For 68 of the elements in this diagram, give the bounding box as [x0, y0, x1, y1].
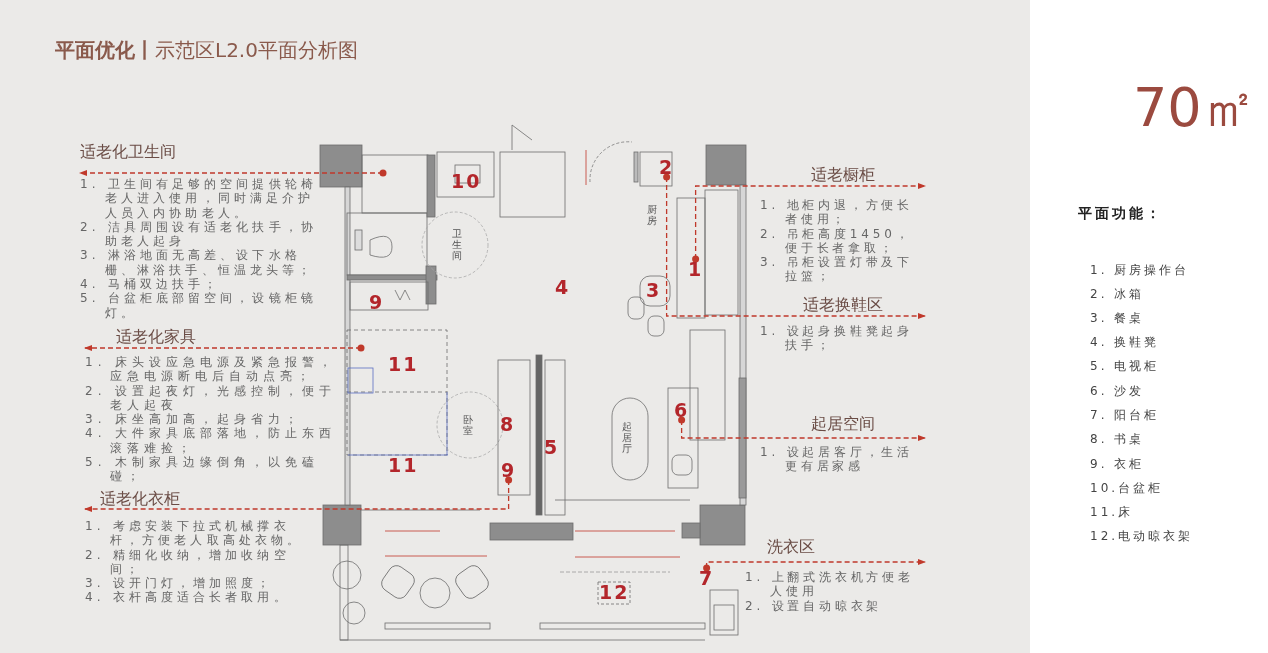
list-item: 5. 电视柜	[1090, 358, 1160, 375]
area-label: 70㎡	[1133, 78, 1256, 138]
note-text: 1. 设起身换鞋凳起身扶手；	[760, 324, 915, 353]
note-text: 2. 洁具周围设有适老化扶手，协助老人起身	[80, 219, 318, 249]
note-text: 5. 木制家具边缘倒角，以免磕碰；	[85, 455, 321, 484]
note-text: 1. 上翻式洗衣机方便老人使用	[745, 570, 915, 599]
note-text: 1. 床头设应急电源及紧急报警，应急电源断电后自动点亮；	[85, 355, 338, 384]
note-text: 1. 设起居客厅，生活更有居家感	[760, 445, 915, 474]
callout-number: 1	[688, 259, 704, 279]
list-item: 12.电动晾衣架	[1090, 528, 1194, 545]
section-heading: 适老化卫生间	[80, 142, 177, 161]
callout-number: 11	[388, 354, 419, 374]
list-item: 3. 餐桌	[1090, 310, 1145, 327]
callout-number: 3	[646, 280, 662, 300]
room-label: 卧室	[463, 414, 473, 436]
room-label: 起居厅	[622, 421, 632, 454]
section-heading: 起居空间	[809, 414, 876, 433]
leader-arrow	[79, 169, 387, 177]
page-title: 平面优化丨示范区L2.0平面分析图	[55, 37, 358, 64]
section-heading: 适老化家具	[115, 327, 197, 346]
callout-number: 8	[500, 414, 516, 434]
callout-number: 5	[544, 437, 560, 457]
section-heading: 适老换鞋区	[801, 295, 884, 314]
section-heading: 洗衣区	[766, 537, 816, 556]
list-item: 9. 衣柜	[1090, 456, 1145, 473]
list-item: 4. 换鞋凳	[1090, 334, 1160, 351]
leader-arrow	[663, 173, 926, 319]
note-text: 4. 马桶双边扶手；	[80, 277, 222, 292]
note-text: 3. 吊柜设置灯带及下拉篮；	[760, 255, 915, 284]
callout-number: 4	[555, 277, 571, 297]
callout-number: 2	[659, 157, 675, 177]
list-item: 7. 阳台柜	[1090, 407, 1160, 424]
leader-arrow	[84, 476, 513, 512]
callout-number: 6	[674, 400, 690, 420]
note-text: 5. 台盆柜底部留空间，设镜柜镜灯。	[80, 291, 318, 320]
list-item: 10.台盆柜	[1090, 480, 1164, 497]
room-label: 厨房	[647, 204, 657, 226]
note-text: 2. 精细化收纳，增加收纳空间；	[85, 547, 291, 577]
list-heading: 平面功能：	[1078, 205, 1163, 223]
leader-arrow	[678, 416, 926, 441]
callout-number: 7	[699, 568, 715, 588]
note-text: 3. 设开门灯，增加照度；	[85, 576, 275, 591]
list-item: 11.床	[1090, 504, 1134, 521]
list-item: 1. 厨房操作台	[1090, 262, 1190, 279]
list-item: 6. 沙发	[1090, 383, 1145, 400]
note-text: 1. 地柜内退，方便长者使用；	[760, 198, 915, 227]
callout-number: 12	[599, 582, 630, 602]
note-text: 2. 吊柜高度1450，便于长者拿取；	[760, 226, 913, 256]
note-text: 3. 淋浴地面无高差、设下水格栅、淋浴扶手、恒温龙头等；	[80, 248, 316, 278]
callout-number: 11	[388, 455, 419, 475]
note-text: 2. 设置自动晾衣架	[745, 598, 884, 613]
leader-arrow	[703, 559, 926, 572]
section-heading: 适老化衣柜	[99, 489, 181, 508]
leader-arrow	[84, 344, 365, 352]
room-label: 卫生间	[452, 228, 462, 261]
note-text: 2. 设置起夜灯，光感控制，便于老人起夜	[85, 383, 338, 413]
callout-number: 9	[369, 292, 385, 312]
list-item: 8. 书桌	[1090, 431, 1145, 448]
note-text: 3. 床坐高加高，起身省力；	[85, 412, 304, 427]
note-text: 4. 大件家具底部落地，防止东西滚落难捡；	[85, 426, 338, 456]
callout-number: 10	[451, 171, 482, 191]
callout-number: 9	[501, 460, 517, 480]
note-text: 4. 衣杆高度适合长者取用。	[85, 590, 291, 605]
list-item: 2. 冰箱	[1090, 286, 1145, 303]
leader-arrow	[692, 183, 926, 263]
section-heading: 适老橱柜	[809, 165, 876, 184]
note-text: 1. 考虑安装下拉式机械撑衣杆，方便老人取高处衣物。	[85, 519, 305, 548]
note-text: 1. 卫生间有足够的空间提供轮椅老人进入使用，同时满足介护人员入内协助老人。	[80, 177, 318, 220]
